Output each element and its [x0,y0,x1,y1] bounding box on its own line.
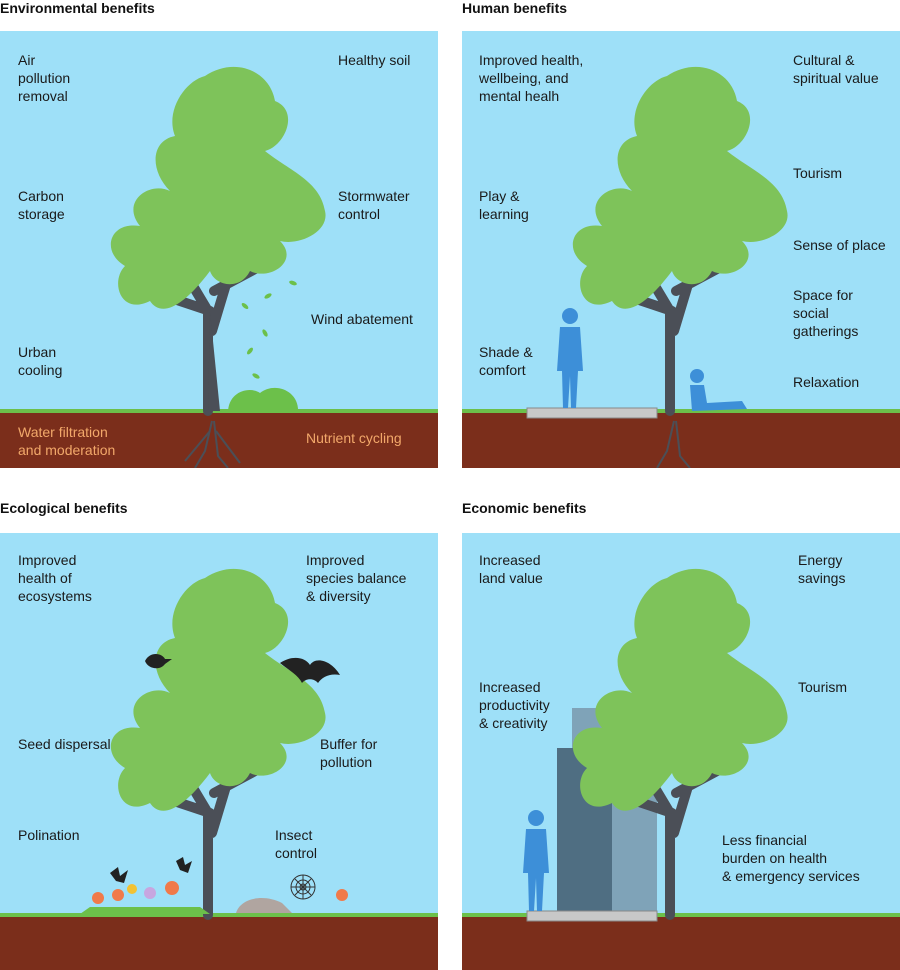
label-productivity-creativity: Increased productivity & creativity [479,679,550,731]
label-water-filtration: Water filtration and moderation [18,424,116,458]
label-land-value: Increased land value [479,552,543,586]
scene-illustration [0,568,438,970]
label-health-emergency-burden: Less financial burden on health & emerge… [722,832,860,884]
label-healthy-soil: Healthy soil [338,52,411,68]
label-urban-cooling: Urban cooling [18,344,63,378]
bench [526,407,658,419]
falling-leaves [241,280,297,379]
panel-title: Environmental benefits [0,0,155,16]
scene-economic: Increased land value Energy savings Incr… [462,533,900,970]
label-tourism: Tourism [798,679,848,695]
label-shade-comfort: Shade & comfort [479,344,533,378]
label-seed-dispersal: Seed dispersal [18,736,111,752]
label-cultural-spiritual: Cultural & spiritual value [793,52,879,86]
scene-illustration [462,66,900,468]
bat-icon [280,657,340,683]
label-nutrient-cycling: Nutrient cycling [306,430,402,446]
roots [184,420,241,468]
label-air-pollution-removal: Air pollution removal [18,52,71,104]
label-species-balance: Improved species balance & diversity [306,552,407,604]
label-social-gatherings: Space for social gatherings [793,287,859,339]
panel-human: Human benefits Improved health, wellbein… [462,0,900,468]
tree [572,568,788,920]
panel-title: Ecological benefits [0,500,128,516]
scene-illustration [462,568,900,970]
label-buffer-pollution: Buffer for pollution [320,736,378,770]
bird-icon [145,654,172,669]
scene-illustration [0,66,438,468]
label-stormwater-control: Stormwater control [338,188,410,222]
label-carbon-storage: Carbon storage [18,188,65,222]
panel-title: Human benefits [462,0,568,16]
label-ecosystem-health: Improved health of ecosystems [18,552,92,604]
panel-economic: Economic benefits Increased land value E… [462,500,900,970]
scene-human: Improved health, wellbeing, and mental h… [462,31,900,468]
tree [110,568,326,920]
scene-ecological: Improved health of ecosystems Improved s… [0,533,438,970]
label-sense-of-place: Sense of place [793,237,886,253]
standing-person [557,308,583,408]
label-relaxation: Relaxation [793,374,860,390]
shrub [228,387,299,413]
label-tourism: Tourism [793,165,843,181]
rock [236,898,292,913]
spider-web-icon [290,874,316,900]
panel-ecological: Ecological benefits [0,500,438,970]
label-polination: Polination [18,827,80,843]
plinth [526,910,658,922]
butterfly-icon [110,857,192,883]
panel-title: Economic benefits [462,500,587,516]
standing-person [523,810,549,911]
scene-environmental: Air pollution removal Healthy soil Carbo… [0,31,438,468]
panel-environmental: Environmental benefits [0,0,438,468]
label-play-learning: Play & learning [479,188,529,222]
label-wind-abatement: Wind abatement [311,311,413,327]
flowers [80,881,348,914]
sitting-person [690,369,747,411]
label-energy-savings: Energy savings [798,552,846,586]
tree [572,66,788,416]
tree [110,66,326,416]
label-improved-health: Improved health, wellbeing, and mental h… [479,52,584,104]
label-insect-control: Insect control [275,827,318,861]
